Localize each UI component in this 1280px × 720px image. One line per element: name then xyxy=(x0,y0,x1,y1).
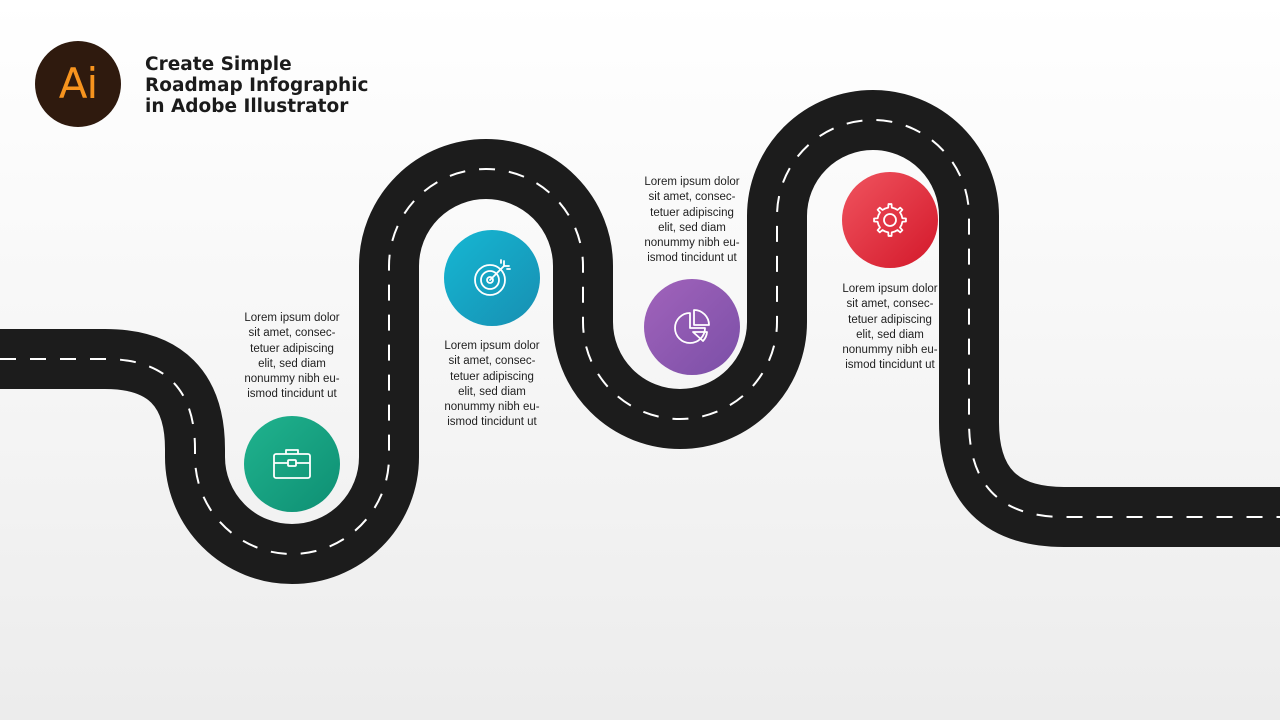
gear-icon xyxy=(873,203,907,237)
step-2-line: nonummy nibh eu- xyxy=(444,401,540,414)
logo-text: Ai xyxy=(58,59,98,108)
step-4-line: Lorem ipsum dolor xyxy=(842,283,938,295)
step-2-text: Lorem ipsum dolor sit amet, consec- tetu… xyxy=(427,339,557,431)
step-2-line: Lorem ipsum dolor xyxy=(444,340,540,352)
step-2-line: sit amet, consec- xyxy=(448,355,536,368)
step-4-line: ismod tincidunt ut xyxy=(845,359,935,372)
step-2-line: elit, sed diam xyxy=(458,385,526,398)
step-1-line: tetuer adipiscing xyxy=(250,342,334,355)
step-4-circle xyxy=(842,172,938,268)
step-3-line: Lorem ipsum dolor xyxy=(644,176,740,188)
road-lane-marking xyxy=(0,119,1280,555)
step-2-line: ismod tincidunt ut xyxy=(447,416,537,429)
step-4-text: Lorem ipsum dolor sit amet, consec- tetu… xyxy=(825,282,955,374)
step-3-line: ismod tincidunt ut xyxy=(647,252,737,265)
title-line-1: Create Simple xyxy=(145,54,292,75)
step-4-line: elit, sed diam xyxy=(856,328,924,341)
step-4-line: sit amet, consec- xyxy=(846,298,934,311)
step-1-circle xyxy=(244,416,340,512)
step-4-line: nonummy nibh eu- xyxy=(842,344,938,357)
step-1-line: Lorem ipsum dolor xyxy=(244,312,340,324)
step-1-line: elit, sed diam xyxy=(258,357,326,370)
step-4-line: tetuer adipiscing xyxy=(848,313,932,326)
step-3-text: Lorem ipsum dolor sit amet, consec- tetu… xyxy=(627,175,757,267)
illustrator-logo: Ai xyxy=(35,41,121,127)
page-title: Create Simple Roadmap Infographic in Ado… xyxy=(145,54,369,117)
step-3-line: elit, sed diam xyxy=(658,221,726,234)
step-2-line: tetuer adipiscing xyxy=(450,370,534,383)
title-line-2: Roadmap Infographic xyxy=(145,75,369,96)
step-3-line: nonummy nibh eu- xyxy=(644,237,740,250)
step-2-circle xyxy=(444,230,540,326)
step-1-line: nonummy nibh eu- xyxy=(244,373,340,386)
step-3-line: sit amet, consec- xyxy=(648,191,736,204)
step-3-circle xyxy=(644,279,740,375)
target-icon xyxy=(474,259,511,296)
briefcase-icon xyxy=(273,449,311,479)
step-1-line: sit amet, consec- xyxy=(248,327,336,340)
pie-chart-icon xyxy=(674,309,710,344)
step-3-line: tetuer adipiscing xyxy=(650,206,734,219)
gear-outline xyxy=(873,203,907,237)
step-1-line: ismod tincidunt ut xyxy=(247,388,337,401)
title-line-3: in Adobe Illustrator xyxy=(145,96,349,117)
step-1-text: Lorem ipsum dolor sit amet, consec- tetu… xyxy=(227,311,357,403)
